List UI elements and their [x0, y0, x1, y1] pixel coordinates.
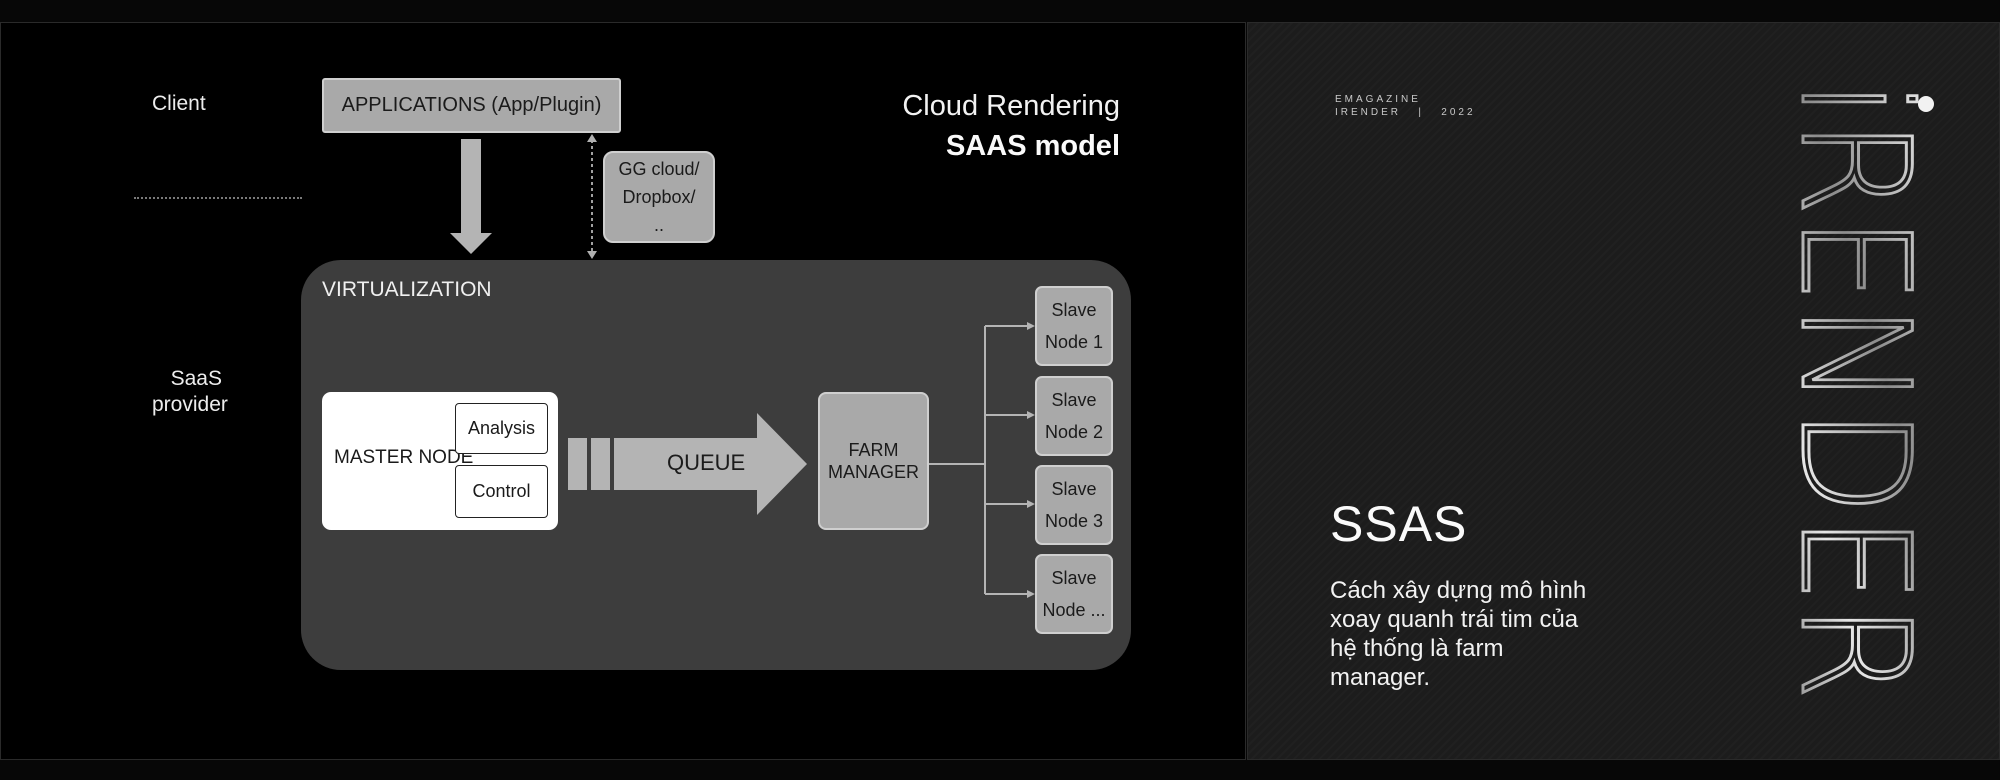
- cloud-storage-line2: Dropbox/: [622, 187, 696, 207]
- slave-node-1-line2: Node 1: [1044, 332, 1104, 352]
- queue-label: QUEUE: [667, 450, 746, 475]
- slave-arrow-1: [1027, 322, 1035, 330]
- emagazine-header: EMAGAZINE IRENDER | 2022: [1335, 93, 1476, 119]
- slave-node-2-line1: Slave: [1051, 390, 1097, 410]
- slave-node-4-line2: Node ...: [1042, 600, 1106, 620]
- article-panel: [1247, 22, 2000, 760]
- farm-manager-box: FARM MANAGER: [818, 392, 929, 530]
- diagram-title-line2: SAAS model: [945, 130, 1120, 162]
- farm-manager-line1: FARM: [848, 440, 899, 460]
- article-heading: SSAS: [1330, 496, 1468, 552]
- slave-node-3-line1: Slave: [1051, 479, 1097, 499]
- analysis-box: Analysis: [455, 403, 548, 454]
- cloud-storage-line3: ..: [653, 215, 664, 235]
- master-node-label: MASTER NODE: [334, 447, 474, 468]
- cloud-link-arrow-top: [587, 134, 597, 142]
- irender-logo: iRENDER: [1785, 79, 1943, 702]
- emagazine-line1: EMAGAZINE: [1335, 94, 1421, 105]
- cloud-link-arrow-bottom: [587, 251, 597, 259]
- saas-provider-label: SaaS provider: [152, 366, 228, 418]
- cloud-storage-line1: GG cloud/: [618, 159, 700, 179]
- queue-bar-1: [568, 438, 587, 490]
- slave-node-1-line1: Slave: [1051, 300, 1097, 320]
- client-label: Client: [152, 92, 206, 115]
- diagram-title-line1: Cloud Rendering: [902, 90, 1120, 122]
- slave-node-2-line2: Node 2: [1044, 422, 1104, 442]
- diagram-title: Cloud Rendering SAAS model: [800, 0, 1120, 200]
- applications-box: APPLICATIONS (App/Plugin): [322, 78, 621, 133]
- client-provider-divider: [134, 197, 302, 199]
- farm-manager-line2: MANAGER: [827, 462, 919, 482]
- slave-arrow-4: [1027, 590, 1035, 598]
- control-box: Control: [455, 465, 548, 518]
- slave-node-3-line2: Node 3: [1044, 511, 1104, 531]
- slave-arrow-3: [1027, 500, 1035, 508]
- slave-arrow-2: [1027, 411, 1035, 419]
- queue-arrow: [614, 413, 807, 515]
- virtualization-label: VIRTUALIZATION: [322, 278, 492, 301]
- logo-dot: [1918, 96, 1934, 112]
- cloud-storage-box: GG cloud/ Dropbox/ ..: [603, 151, 715, 243]
- logo-text: iRENDER: [1785, 80, 1941, 700]
- emagazine-line2: IRENDER | 2022: [1335, 107, 1476, 118]
- article-description: Cách xây dựng mô hình xoay quanh trái ti…: [1330, 577, 1587, 691]
- saas-provider-line1: SaaS: [170, 367, 222, 390]
- slave-node-4-line1: Slave: [1051, 568, 1097, 588]
- down-arrow: [450, 139, 492, 254]
- saas-provider-line2: provider: [152, 393, 228, 416]
- queue-bar-2: [591, 438, 610, 490]
